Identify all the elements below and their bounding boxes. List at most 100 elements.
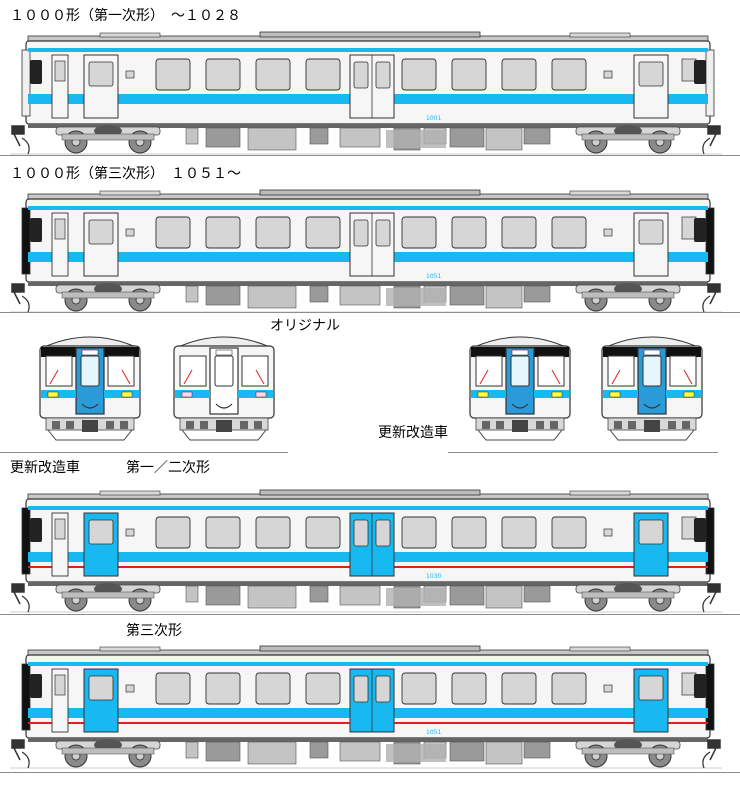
skirt [21, 595, 30, 613]
coupler [11, 739, 25, 761]
end-window [30, 60, 42, 84]
side-window [401, 672, 437, 705]
door-window [88, 219, 114, 245]
front-coupler [216, 420, 232, 432]
cab-window [54, 674, 66, 696]
railcar-side-view-renewed-first: 1030 [10, 488, 722, 638]
separator-line [0, 452, 288, 453]
roof-vent [569, 646, 631, 652]
door-window [353, 219, 369, 247]
air-hose [106, 421, 114, 429]
separator-line [448, 452, 718, 453]
front-stripe [41, 390, 76, 398]
destination-sign [511, 349, 529, 356]
wiper [49, 369, 59, 385]
underfloor-equipment [205, 285, 241, 306]
car-number: 1051 [426, 273, 441, 280]
small-window [603, 684, 613, 693]
air-hose [240, 421, 248, 429]
upper-stripe [28, 506, 708, 510]
side-window [155, 216, 191, 249]
wiper [255, 369, 265, 385]
side-window [255, 58, 291, 91]
side-window [551, 216, 587, 249]
separator-line [0, 772, 740, 773]
separator-line [0, 155, 740, 156]
side-window [551, 672, 587, 705]
cab-window [681, 216, 697, 240]
coupler [707, 125, 721, 147]
door-window [375, 519, 391, 547]
underframe [28, 738, 708, 742]
label-renewed-left: 更新改造車 [10, 460, 80, 476]
air-hose [628, 421, 636, 429]
side-window [501, 216, 537, 249]
underfloor-equipment [339, 741, 381, 762]
coupler [707, 739, 721, 761]
roof-equipment [259, 645, 481, 652]
headlight [477, 391, 489, 398]
side-window [401, 58, 437, 91]
underfloor-equipment [247, 585, 297, 609]
headlight [255, 391, 267, 398]
label-third-series: １０００形（第三次形） １０５１～ [10, 166, 241, 182]
side-window [205, 516, 241, 549]
railcar-side-view-first-series: 1001 [10, 30, 722, 180]
snowplow [47, 429, 133, 441]
car-number: 1001 [426, 115, 441, 122]
front-window-left [45, 355, 73, 387]
underfloor-equipment [523, 285, 551, 303]
front-view-renewed-2 [466, 326, 574, 444]
underfloor-equipment [247, 741, 297, 765]
underfloor-equipment [309, 127, 329, 145]
headlight [47, 391, 59, 398]
wiper [611, 369, 621, 385]
underfloor-equipment [485, 585, 523, 609]
roof-equipment [259, 489, 481, 496]
side-window [551, 516, 587, 549]
upper-stripe [28, 206, 708, 210]
underfloor-equipment [339, 285, 381, 306]
car-end [21, 207, 31, 275]
door-window [88, 675, 114, 701]
air-hose [550, 421, 558, 429]
skirt [702, 137, 711, 155]
skirt [21, 751, 30, 769]
label-series-1-2: 第一／二次形 [126, 460, 210, 476]
destination-sign [81, 349, 99, 356]
front-stripe [603, 390, 638, 398]
upper-stripe [28, 48, 708, 52]
front-stripe [471, 390, 506, 398]
side-window [305, 58, 341, 91]
air-hose [496, 421, 504, 429]
small-window [125, 70, 135, 79]
side-window [401, 516, 437, 549]
small-window [125, 684, 135, 693]
front-stripe [104, 390, 139, 398]
front-stripe [534, 390, 569, 398]
small-window [125, 528, 135, 537]
side-window [451, 672, 487, 705]
coupler [11, 125, 25, 147]
front-window-right [537, 355, 565, 387]
underfloor-equipment [309, 285, 329, 303]
handrail [511, 403, 529, 409]
side-window [451, 216, 487, 249]
underfloor-equipment [386, 288, 446, 306]
cab-window [681, 516, 697, 540]
front-window-right [669, 355, 697, 387]
underframe [28, 282, 708, 286]
end-window [30, 674, 42, 698]
end-window [694, 674, 706, 698]
front-door-window [214, 355, 234, 387]
headlight [551, 391, 563, 398]
car-number: 1030 [426, 573, 441, 580]
underfloor-equipment [185, 285, 199, 303]
door-window [375, 219, 391, 247]
coupler [11, 283, 25, 305]
door-window [88, 61, 114, 87]
small-window [603, 228, 613, 237]
front-stripe [175, 390, 210, 398]
front-door-window [80, 355, 100, 387]
front-window-left [179, 355, 207, 387]
